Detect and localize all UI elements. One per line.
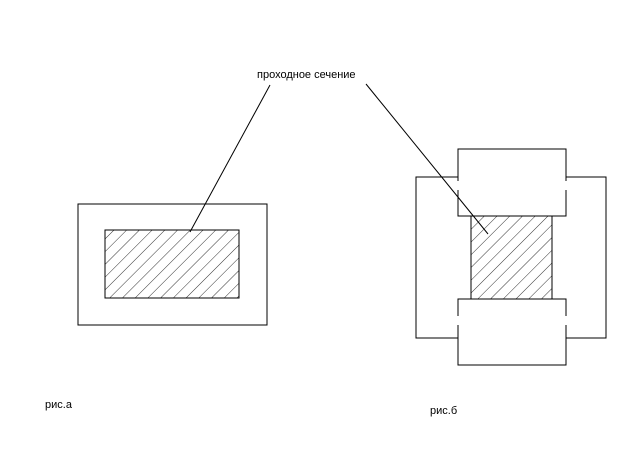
figure-b-hatched-section <box>470 215 553 300</box>
figure-a-hatched-section <box>104 229 240 299</box>
figure-b-outer-frame-right <box>566 176 607 339</box>
leader-line-figure-b <box>365 83 489 235</box>
figure-a-outer-frame <box>77 203 268 326</box>
pass-section-label: проходное сечение <box>257 69 356 81</box>
leader-line-figure-a <box>189 84 271 233</box>
figure-b-caption: рис.б <box>430 405 457 417</box>
figure-b-outer-frame <box>415 176 458 339</box>
figure-b <box>415 148 607 366</box>
figure-a <box>77 203 268 326</box>
figure-b-bottom-block <box>457 298 567 366</box>
figure-b-top-block <box>457 148 567 217</box>
figure-a-caption: рис.а <box>45 399 73 411</box>
